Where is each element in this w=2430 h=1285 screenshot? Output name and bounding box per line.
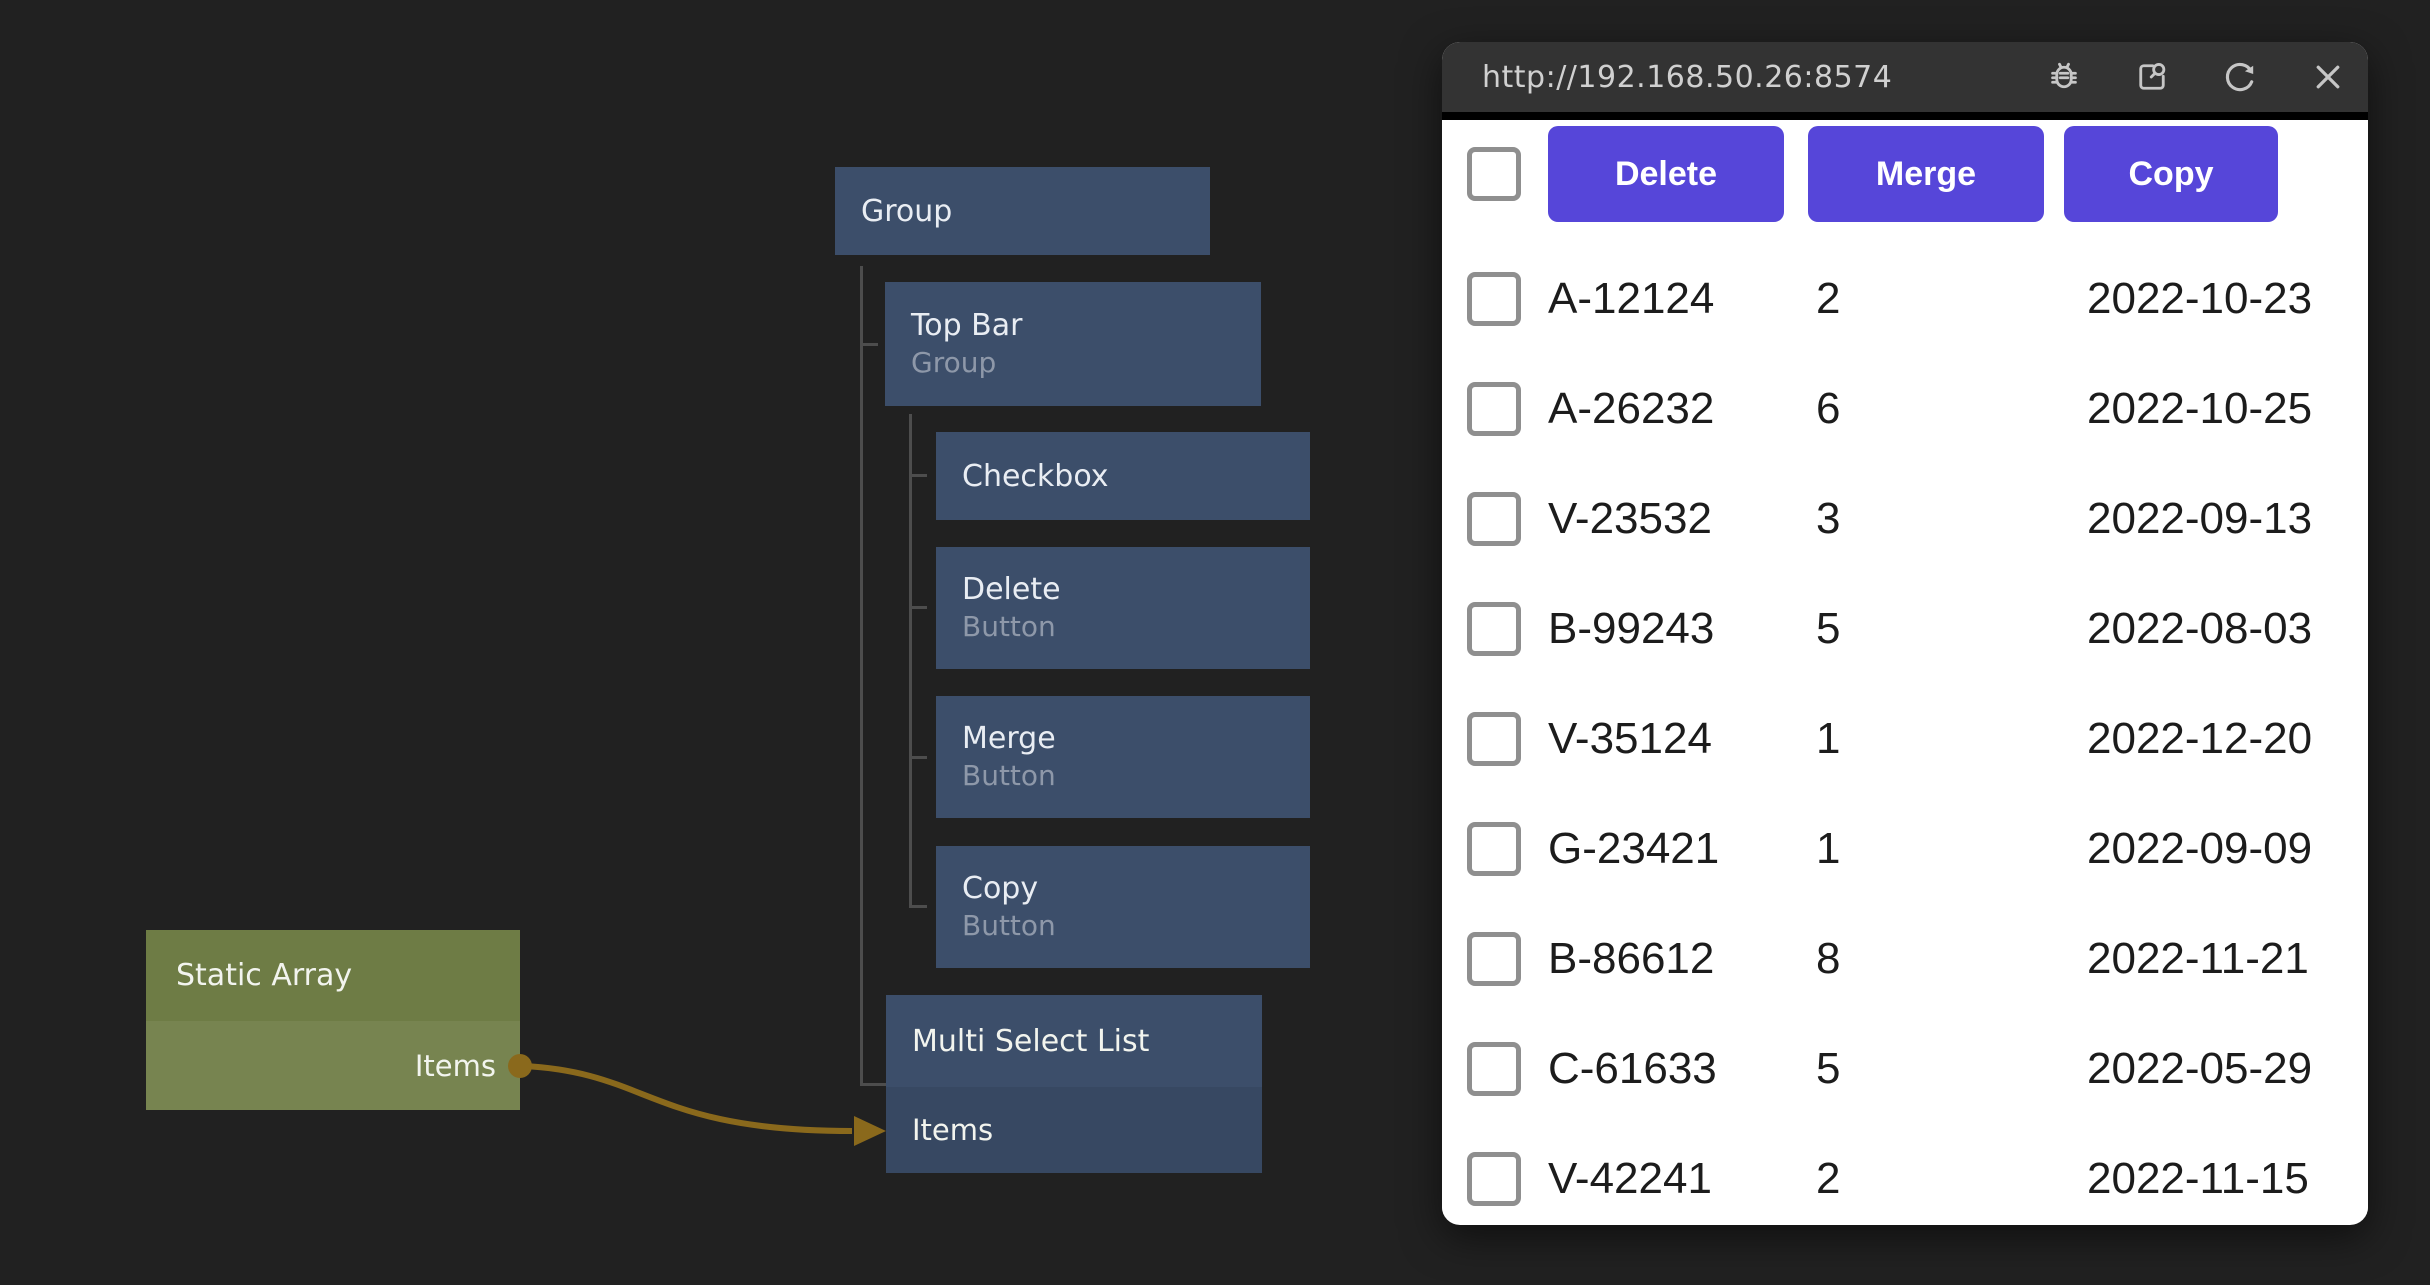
tree-line-level1-corner [860,1083,886,1086]
item-list: A-12124 2 2022-10-23 A-26232 6 2022-10-2… [1442,244,2368,1217]
node-static-array[interactable]: Static Array Items [146,930,520,1110]
node-multi-select-list-title: Multi Select List [912,1023,1150,1059]
row-id: V-35124 [1548,714,1712,763]
node-merge[interactable]: Merge Button [936,696,1310,818]
action-row: Delete Merge Copy [1442,126,2368,222]
row-checkbox[interactable] [1467,822,1521,876]
tree-tick-merge [909,756,927,759]
node-top-bar-type: Group [911,346,997,380]
row-date: 2022-08-03 [2087,604,2313,653]
row-id: G-23421 [1548,824,1720,873]
copy-button[interactable]: Copy [2064,126,2278,222]
close-icon[interactable] [2310,59,2346,95]
node-copy[interactable]: Copy Button [936,846,1310,968]
row-id: B-99243 [1548,604,1715,653]
preview-browser-window: http://192.168.50.26:8574 [1442,42,2368,1225]
node-static-array-title: Static Array [176,958,353,993]
row-qty: 8 [1816,934,1841,983]
node-merge-title: Merge [962,721,1056,757]
node-static-array-header: Static Array [146,930,520,1021]
row-qty: 6 [1816,384,1841,433]
node-merge-type: Button [962,759,1056,793]
row-qty: 5 [1816,1044,1841,1093]
row-id: V-23532 [1548,494,1712,543]
row-qty: 1 [1816,824,1841,873]
table-row: B-99243 5 2022-08-03 [1442,574,2368,684]
row-checkbox[interactable] [1467,382,1521,436]
preview-page: Delete Merge Copy A-12124 2 2022-10-23 A… [1442,120,2368,1217]
refresh-icon[interactable] [2222,59,2258,95]
row-checkbox[interactable] [1467,712,1521,766]
tree-tick-delete [909,606,927,609]
tree-line-level2-corner [909,905,927,908]
row-date: 2022-05-29 [2087,1044,2313,1093]
select-all-checkbox[interactable] [1467,147,1521,201]
node-copy-title: Copy [962,871,1039,907]
row-date: 2022-09-13 [2087,494,2313,543]
row-checkbox[interactable] [1467,932,1521,986]
multi-select-list-items-input[interactable]: Items [886,1087,1262,1173]
table-row: V-42241 2 2022-11-15 [1442,1124,2368,1217]
row-id: B-86612 [1548,934,1715,983]
delete-button[interactable]: Delete [1548,126,1784,222]
node-delete-title: Delete [962,572,1061,608]
node-checkbox-title: Checkbox [962,458,1109,494]
row-qty: 5 [1816,604,1841,653]
table-row: G-23421 1 2022-09-09 [1442,794,2368,904]
row-date: 2022-10-25 [2087,384,2313,433]
items-input-label: Items [912,1113,994,1147]
row-checkbox[interactable] [1467,272,1521,326]
table-row: A-12124 2 2022-10-23 [1442,244,2368,354]
output-port-dot[interactable] [508,1054,532,1078]
inspect-page-icon[interactable] [2134,59,2170,95]
tree-line-level1 [860,266,863,1086]
toolbar-icons [2046,59,2346,95]
row-qty: 1 [1816,714,1841,763]
static-array-items-output[interactable]: Items [146,1021,520,1110]
node-top-bar[interactable]: Top Bar Group [885,282,1261,406]
node-multi-select-list[interactable]: Multi Select List Items [886,995,1262,1173]
row-date: 2022-09-09 [2087,824,2313,873]
row-id: V-42241 [1548,1154,1712,1203]
address-bar[interactable]: http://192.168.50.26:8574 [1482,59,1893,95]
bug-icon[interactable] [2046,59,2082,95]
table-row: V-35124 1 2022-12-20 [1442,684,2368,794]
tree-tick-checkbox [909,474,927,477]
row-date: 2022-10-23 [2087,274,2313,323]
row-id: A-26232 [1548,384,1715,433]
table-row: B-86612 8 2022-11-21 [1442,904,2368,1014]
row-qty: 3 [1816,494,1841,543]
row-checkbox[interactable] [1467,1152,1521,1206]
wire-arrowhead-icon [854,1116,886,1146]
node-delete-type: Button [962,610,1056,644]
node-group[interactable]: Group [835,167,1210,255]
browser-toolbar: http://192.168.50.26:8574 [1442,42,2368,120]
node-multi-select-list-header: Multi Select List [886,995,1262,1087]
node-delete[interactable]: Delete Button [936,547,1310,669]
tree-tick-top-bar [860,343,878,346]
tree-line-level2 [909,414,912,908]
table-row: A-26232 6 2022-10-25 [1442,354,2368,464]
node-group-title: Group [861,193,953,229]
row-checkbox[interactable] [1467,602,1521,656]
row-id: A-12124 [1548,274,1715,323]
node-checkbox[interactable]: Checkbox [936,432,1310,520]
row-checkbox[interactable] [1467,492,1521,546]
node-top-bar-title: Top Bar [911,308,1023,344]
row-date: 2022-11-21 [2087,934,2309,983]
row-date: 2022-11-15 [2087,1154,2309,1203]
table-row: C-61633 5 2022-05-29 [1442,1014,2368,1124]
row-id: C-61633 [1548,1044,1717,1093]
row-date: 2022-12-20 [2087,714,2313,763]
row-qty: 2 [1816,1154,1841,1203]
table-row: V-23532 3 2022-09-13 [1442,464,2368,574]
row-checkbox[interactable] [1467,1042,1521,1096]
items-output-label: Items [414,1048,496,1083]
merge-button[interactable]: Merge [1808,126,2044,222]
row-qty: 2 [1816,274,1841,323]
node-copy-type: Button [962,909,1056,943]
